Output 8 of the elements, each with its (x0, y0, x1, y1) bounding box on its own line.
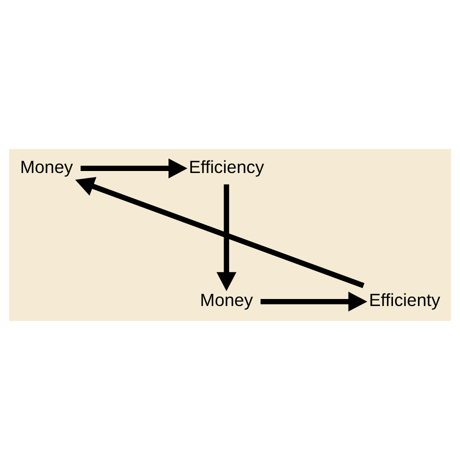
node-text: Money (20, 156, 73, 176)
node-text: Money (200, 290, 253, 310)
node-text: Efficiency (188, 156, 264, 176)
arrow (75, 176, 364, 288)
arrow (216, 184, 236, 291)
node-text: Efficienty (369, 290, 440, 310)
arrow (80, 158, 188, 178)
arrow (260, 291, 368, 312)
